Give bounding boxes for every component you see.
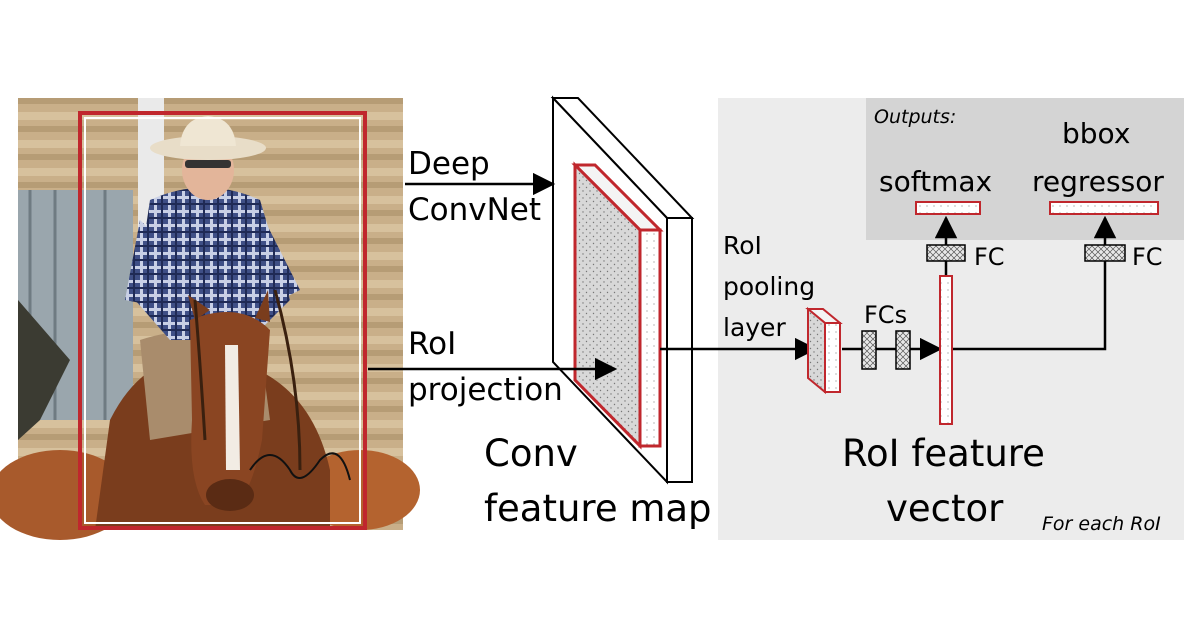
- softmax-output-bar: [915, 201, 981, 215]
- convnet-label: ConvNet: [408, 192, 541, 228]
- roi-feature-label: RoI feature: [842, 432, 1045, 475]
- roi-pooling-label-2: pooling: [723, 272, 815, 301]
- fc-layer-2: [895, 330, 911, 370]
- roi-pooling-label-1: RoI: [723, 231, 762, 260]
- roi-feature-vector-bar: [939, 275, 953, 425]
- fc-layer-1: [861, 330, 877, 370]
- fc-block-right: [1084, 244, 1126, 262]
- softmax-label: softmax: [879, 165, 992, 198]
- outputs-label: Outputs:: [874, 106, 956, 128]
- conv-label: Conv: [484, 432, 578, 475]
- fcs-label: FCs: [864, 301, 907, 329]
- fc-left-label: FC: [974, 243, 1005, 271]
- fc-block-left: [926, 244, 966, 262]
- bbox-regressor-output-bar: [1049, 201, 1159, 215]
- bbox-label: bbox: [1062, 117, 1130, 150]
- deep-label: Deep: [408, 146, 490, 182]
- projection-label: projection: [408, 372, 563, 408]
- roi-pooling-label-3: layer: [723, 313, 786, 342]
- roi-box-on-image: [78, 111, 367, 530]
- input-image: [0, 98, 420, 540]
- roi-pooling-block: [805, 306, 843, 395]
- for-each-roi-label: For each RoI: [1042, 513, 1161, 535]
- projected-roi-on-feature-map: [571, 161, 664, 450]
- roi-label: RoI: [408, 326, 456, 362]
- feature-vector-to-bbox-branch: [950, 260, 1107, 351]
- regressor-label: regressor: [1032, 165, 1164, 198]
- vector-label: vector: [886, 487, 1004, 530]
- outputs-panel: [866, 98, 1184, 240]
- feature-map-label: feature map: [484, 487, 712, 530]
- fc-right-label: FC: [1132, 243, 1163, 271]
